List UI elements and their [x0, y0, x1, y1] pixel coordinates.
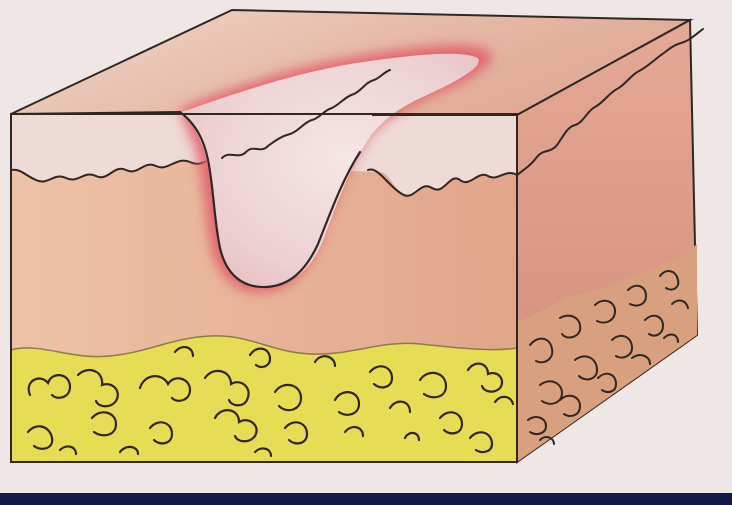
bottom-frame-band: [0, 493, 732, 505]
